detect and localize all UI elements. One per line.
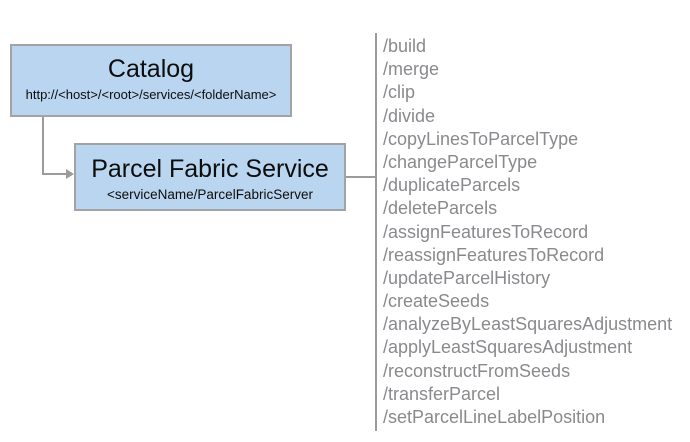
service-path: <serviceName/ParcelFabricServer bbox=[107, 187, 313, 202]
connector-catalog-vertical-line bbox=[42, 117, 44, 175]
operation-item: /copyLinesToParcelType bbox=[383, 128, 579, 149]
operation-item: /reconstructFromSeeds bbox=[383, 360, 571, 381]
catalog-node: Catalog http://<host>/<root>/services/<f… bbox=[10, 44, 292, 117]
operation-item: /applyLeastSquaresAdjustment bbox=[383, 337, 633, 358]
operation-item: /duplicateParcels bbox=[383, 175, 521, 196]
catalog-title: Catalog bbox=[107, 55, 195, 83]
operation-item: /changeParcelType bbox=[383, 151, 538, 172]
operations-divider-line bbox=[375, 33, 377, 431]
parcel-fabric-service-node: Parcel Fabric Service <serviceName/Parce… bbox=[74, 143, 346, 211]
operation-item: /divide bbox=[383, 105, 436, 126]
service-title: Parcel Fabric Service bbox=[91, 155, 329, 183]
operation-item: /reassignFeaturesToRecord bbox=[383, 244, 605, 265]
operation-item: /updateParcelHistory bbox=[383, 267, 551, 288]
operation-item: /createSeeds bbox=[383, 291, 490, 312]
operation-item: /clip bbox=[383, 82, 416, 103]
catalog-url: http://<host>/<root>/services/<folderNam… bbox=[25, 87, 277, 102]
arrow-right-icon bbox=[66, 169, 74, 179]
connector-service-to-operations-line bbox=[346, 176, 375, 178]
operation-item: /deleteParcels bbox=[383, 198, 498, 219]
operation-item: /assignFeaturesToRecord bbox=[383, 221, 589, 242]
operation-item: /setParcelLineLabelPosition bbox=[383, 407, 606, 427]
operation-item: /merge bbox=[383, 59, 440, 80]
operation-item: /build bbox=[383, 36, 427, 56]
connector-catalog-horizontal-line bbox=[42, 173, 67, 175]
operation-item: /transferParcel bbox=[383, 383, 501, 404]
operations-list: /build/merge/clip/divide/copyLinesToParc… bbox=[383, 35, 672, 429]
operation-item: /analyzeByLeastSquaresAdjustment bbox=[383, 314, 673, 335]
